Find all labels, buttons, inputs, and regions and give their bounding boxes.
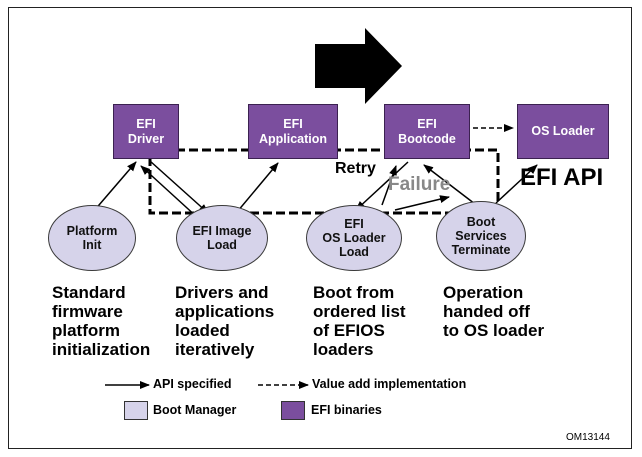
efi-binaries-swatch <box>281 401 305 420</box>
boot-services-terminate-line2: Services <box>455 229 507 243</box>
arrow-retry <box>381 165 397 206</box>
description-line: ordered list <box>313 302 406 321</box>
description-line: Standard <box>52 283 126 302</box>
arrow-imageload-to-application <box>236 162 279 213</box>
description-os-loader-load: Boot from ordered list of EFIOS loaders <box>313 283 406 359</box>
description-line: applications <box>175 302 275 321</box>
efi-driver-line2: Driver <box>127 131 165 146</box>
description-line: Boot from <box>313 283 395 302</box>
figure-frame <box>8 7 632 449</box>
arrow-osloaderload-to-terminate <box>394 195 450 211</box>
efi-api-label: EFI API <box>520 164 604 191</box>
description-line: initialization <box>52 340 151 359</box>
arrow-terminate-to-osloader <box>495 164 538 204</box>
platform-init-line2: Init <box>82 238 102 252</box>
legend-efi-binaries: EFI binaries <box>311 403 382 417</box>
failure-label: Failure <box>388 174 451 195</box>
efi-application-line1: EFI <box>283 116 303 131</box>
legend-value-add: Value add implementation <box>312 377 467 391</box>
efi-image-load-line1: EFI Image <box>192 224 252 238</box>
os-loader-label: OS Loader <box>531 124 595 138</box>
efi-os-loader-load-line3: Load <box>339 245 369 259</box>
description-line: iteratively <box>175 340 255 359</box>
os-loader-box: OS Loader <box>517 104 609 159</box>
efi-driver-box: EFI Driver <box>113 104 179 159</box>
efi-bootcode-line1: EFI <box>417 116 437 131</box>
arrow-bootcode-to-osloaderload <box>355 161 409 211</box>
boot-services-terminate-line1: Boot <box>466 215 496 229</box>
efi-driver-line1: EFI <box>136 116 156 131</box>
platform-init-ellipse: Platform Init <box>48 205 136 271</box>
efi-application-box: EFI Application <box>248 104 338 159</box>
description-line: of EFIOS <box>313 321 385 340</box>
efi-os-loader-load-ellipse: EFI OS Loader Load <box>306 205 402 271</box>
description-line: Drivers and <box>175 283 269 302</box>
description-terminate: Operation handed off to OS loader <box>443 283 544 340</box>
arrow-driver-to-imageload <box>149 160 209 214</box>
arrow-platform-to-driver <box>92 161 137 213</box>
legend-api-specified: API specified <box>153 377 232 391</box>
legend-boot-manager: Boot Manager <box>153 403 237 417</box>
boot-services-terminate-line3: Terminate <box>451 243 511 257</box>
description-line: loaded <box>175 321 230 340</box>
description-line: firmware <box>52 302 123 321</box>
retry-label: Retry <box>335 160 376 177</box>
efi-bootcode-line2: Bootcode <box>398 131 456 146</box>
efi-image-load-ellipse: EFI Image Load <box>176 205 268 271</box>
description-image-load: Drivers and applications loaded iterativ… <box>175 283 274 359</box>
efi-bootcode-box: EFI Bootcode <box>384 104 470 159</box>
description-line: to OS loader <box>443 321 545 340</box>
efi-application-line2: Application <box>258 131 328 146</box>
arrow-imageload-to-driver <box>140 165 199 219</box>
description-platform-init: Standard firmware platform initializatio… <box>52 283 150 359</box>
platform-init-line1: Platform <box>66 224 118 238</box>
boot-manager-swatch <box>124 401 148 420</box>
arrow-failure <box>423 164 476 205</box>
phase-arrow-icon <box>315 28 402 104</box>
description-line: platform <box>52 321 120 340</box>
efi-os-loader-load-line1: EFI <box>344 217 364 231</box>
efi-os-loader-load-line2: OS Loader <box>322 231 386 245</box>
description-line: handed off <box>443 302 530 321</box>
figure-code: OM13144 <box>566 432 610 443</box>
efi-image-load-line2: Load <box>207 238 237 252</box>
boot-services-terminate-ellipse: Boot Services Terminate <box>436 201 526 271</box>
description-line: Operation <box>443 283 524 302</box>
description-line: loaders <box>313 340 374 359</box>
